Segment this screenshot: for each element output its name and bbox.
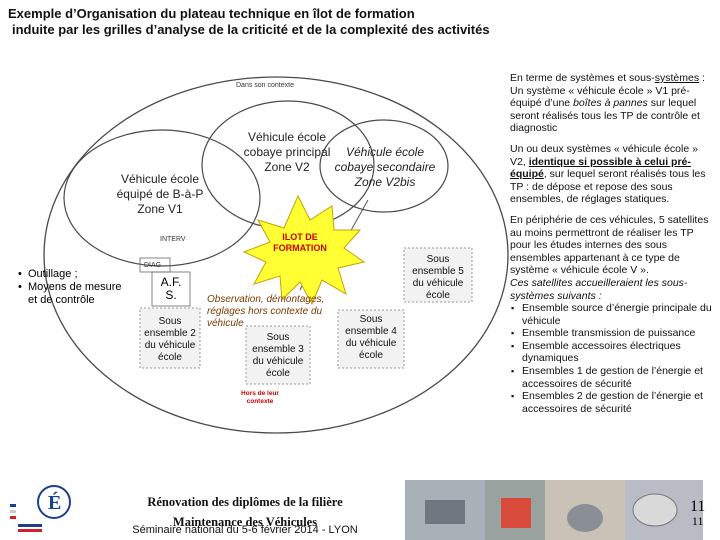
list-item: Ensembles 1 de gestion de l’énergie et a… [522, 365, 714, 390]
bap-vehicle-line: Véhicule école [100, 172, 220, 187]
subset4-line: du véhicule [338, 338, 404, 350]
context-label: Dans son contexte [236, 82, 294, 89]
out-of-context-line: Hors de leur [230, 390, 290, 398]
observation-line: véhicule [207, 318, 347, 330]
secondary-vehicle-line: Zone V2bis [330, 175, 440, 190]
subset2-line: du véhicule [140, 340, 200, 352]
subset5-line: du véhicule [404, 278, 472, 290]
af-label: A.F. S. [152, 276, 190, 302]
out-of-context-line: contexte [230, 398, 290, 406]
right-paragraph-1: En terme de systèmes et sous-systèmes : … [510, 72, 714, 135]
ilot-line: FORMATION [260, 243, 340, 254]
secondary-vehicle-line: cobaye secondaire [330, 160, 440, 175]
list-item: Moyens de mesure et de contrôle [28, 281, 130, 307]
subset4-line: école [338, 350, 404, 362]
subset2-line: Sous [140, 316, 200, 328]
subset4-line: Sous [338, 314, 404, 326]
subset2-label: Sous ensemble 2 du véhicule école [140, 316, 200, 364]
observation-line: réglages hors contexte du [207, 306, 347, 318]
observation-label: Observation, démontages, réglages hors c… [207, 294, 347, 330]
right-column-text: En terme de systèmes et sous-systèmes : … [510, 72, 714, 415]
ministry-logo-icon: É [8, 474, 88, 538]
p1-part: boîtes à pannes [573, 97, 648, 109]
right-paragraph-4: Ces satellites accueilleraient les sous-… [510, 277, 714, 302]
subset3-line: du véhicule [246, 356, 310, 368]
workshop-photo-icon [405, 480, 703, 540]
svg-text:É: É [48, 491, 61, 514]
subset3-line: Sous [246, 332, 310, 344]
p1-part: En terme de systèmes et sous- [510, 72, 655, 84]
subset5-line: Sous [404, 254, 472, 266]
list-item: Ensemble accessoires électriques dynamiq… [522, 340, 714, 365]
subset5-line: école [404, 290, 472, 302]
p1-part: : [699, 72, 705, 84]
observation-line: Observation, démontages, [207, 294, 347, 306]
right-paragraph-2: Un ou deux systèmes « véhicule école » V… [510, 143, 714, 206]
subset5-line: ensemble 5 [404, 266, 472, 278]
ilot-label: ILOT DE FORMATION [260, 232, 340, 254]
footer-seminar: Séminaire national du 5-6 février 2014 -… [100, 524, 390, 536]
interv-label: INTERV [160, 236, 186, 243]
subset5-label: Sous ensemble 5 du véhicule école [404, 254, 472, 302]
list-item: Ensemble source d’énergie principale du … [522, 302, 714, 327]
list-item: Ensemble transmission de puissance [522, 327, 714, 340]
subset2-line: ensemble 2 [140, 328, 200, 340]
page-number: 11 11 [690, 500, 705, 528]
out-of-context-label: Hors de leur contexte [230, 390, 290, 406]
diag-label: DIAG [144, 262, 161, 269]
subsystems-list: Ensemble source d’énergie principale du … [510, 302, 714, 415]
subset3-label: Sous ensemble 3 du véhicule école [246, 332, 310, 380]
af-line: S. [152, 289, 190, 302]
bap-vehicle-line: Zone V1 [100, 202, 220, 217]
subset2-line: école [140, 352, 200, 364]
subset4-line: ensemble 4 [338, 326, 404, 338]
page-number-small: 11 [690, 514, 705, 528]
subset3-line: école [246, 368, 310, 380]
left-list: Outillage ; Moyens de mesure et de contr… [18, 268, 130, 307]
bap-vehicle-label: Véhicule école équipé de B-à-P Zone V1 [100, 172, 220, 217]
right-paragraph-3: En périphérie de ces véhicules, 5 satell… [510, 214, 714, 277]
secondary-vehicle-label: Véhicule école cobaye secondaire Zone V2… [330, 145, 440, 190]
subset4-label: Sous ensemble 4 du véhicule école [338, 314, 404, 362]
secondary-vehicle-line: Véhicule école [330, 145, 440, 160]
p1-part: systèmes [655, 72, 699, 84]
list-item: Ensembles 2 de gestion de l’énergie et a… [522, 390, 714, 415]
bap-vehicle-line: équipé de B-à-P [100, 187, 220, 202]
footer-line-1: Rénovation des diplômes de la filière [100, 492, 390, 512]
list-item: Outillage ; [28, 268, 130, 281]
page-number-main: 11 [690, 498, 705, 515]
subset3-line: ensemble 3 [246, 344, 310, 356]
ilot-line: ILOT DE [260, 232, 340, 243]
main-vehicle-line: Véhicule école [222, 130, 352, 145]
